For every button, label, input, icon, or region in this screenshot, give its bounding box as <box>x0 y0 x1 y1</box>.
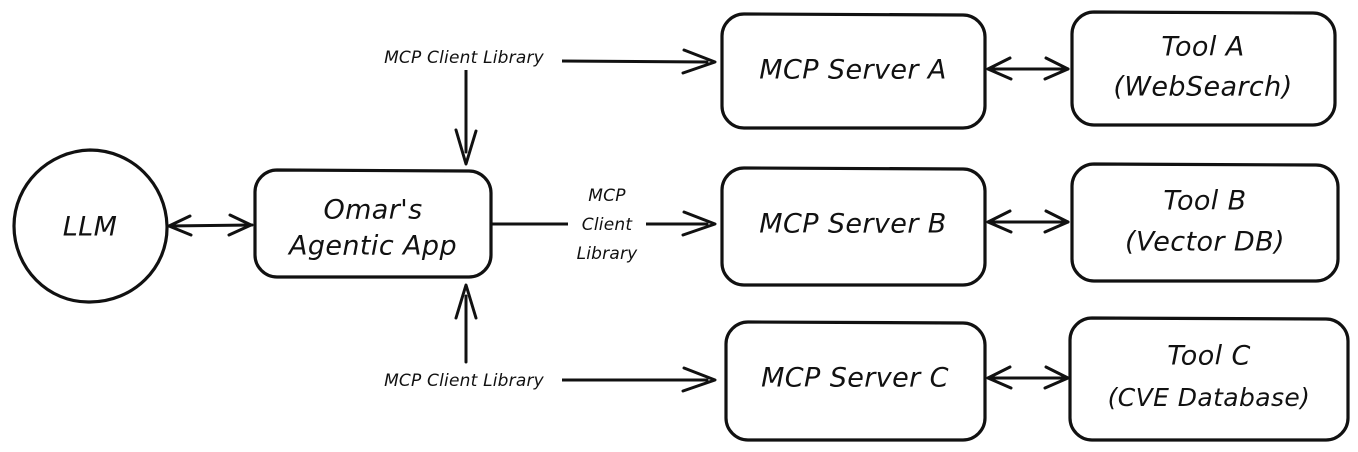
edge-app-to-server-b <box>490 210 717 237</box>
edge-server-a-tool-a <box>986 56 1070 81</box>
node-tool-a-label-line2: (WebSearch) <box>1113 72 1292 103</box>
node-tool-c-label-line1: Tool C <box>1167 341 1251 372</box>
edge-label-top-backdrop <box>366 44 562 70</box>
node-tool-b-label-line2: (Vector DB) <box>1125 227 1285 258</box>
node-mcp-server-c[interactable]: MCP Server C <box>724 320 987 442</box>
edge-label-top-text: MCP Client Library <box>384 48 545 68</box>
edge-label-app-server-b: MCP Client Library <box>568 180 646 268</box>
node-tool-b-label-line1: Tool B <box>1163 186 1246 217</box>
node-llm[interactable]: LLM <box>12 148 169 304</box>
node-mcp-server-c-label: MCP Server C <box>761 363 949 394</box>
edge-label-bottom-text: MCP Client Library <box>384 371 545 391</box>
node-tool-a[interactable]: Tool A (WebSearch) <box>1070 10 1337 127</box>
edge-label-mid-line1: MCP <box>588 186 626 206</box>
edge-server-c-tool-c <box>986 365 1070 390</box>
edge-label-mid-line2: Client <box>582 215 634 235</box>
node-tool-a-label-line1: Tool A <box>1161 32 1244 63</box>
edge-server-b-tool-b <box>986 209 1070 234</box>
node-tool-c-label-line2: (CVE Database) <box>1108 383 1311 412</box>
edge-label-mid-backdrop <box>568 180 646 268</box>
edge-label-app-server-c: MCP Client Library <box>366 367 562 393</box>
edge-llm-agentic-app <box>166 213 254 237</box>
node-agentic-app-label-line2: Agentic App <box>287 231 457 262</box>
node-mcp-server-b-label: MCP Server B <box>759 209 946 240</box>
node-llm-label: LLM <box>63 212 118 243</box>
node-tool-c[interactable]: Tool C (CVE Database) <box>1068 316 1350 442</box>
node-mcp-server-a[interactable]: MCP Server A <box>720 12 987 130</box>
edge-app-to-server-a <box>454 48 717 166</box>
node-agentic-app[interactable]: Omar's Agentic App <box>253 168 493 279</box>
node-agentic-app-label-line1: Omar's <box>323 195 422 226</box>
edge-label-app-server-a: MCP Client Library <box>366 44 562 70</box>
edge-app-to-server-c <box>454 283 717 393</box>
edge-label-mid-line3: Library <box>577 244 639 264</box>
node-mcp-server-a-label: MCP Server A <box>759 55 946 86</box>
node-mcp-server-b[interactable]: MCP Server B <box>720 166 987 287</box>
node-tool-b[interactable]: Tool B (Vector DB) <box>1070 162 1340 283</box>
edge-label-bottom-backdrop <box>366 367 562 393</box>
